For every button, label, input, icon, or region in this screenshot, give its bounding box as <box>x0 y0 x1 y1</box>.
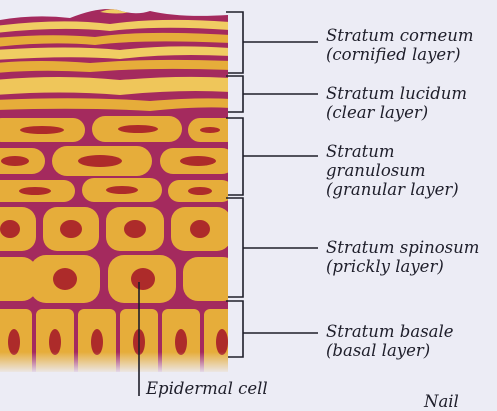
label-basale-description: (basal layer) <box>326 341 454 360</box>
label-granulosum-description: (granular layer) <box>326 180 459 199</box>
label-granulosum-name-line1: Stratum <box>326 142 459 161</box>
label-spinosum-description: (prickly layer) <box>326 257 479 276</box>
label-lucidum-description: (clear layer) <box>326 103 467 122</box>
label-stratum-basale: Stratum basale (basal layer) <box>326 322 454 360</box>
epidermis-diagram: Stratum corneum (cornified layer) Stratu… <box>0 0 497 400</box>
label-spinosum-name: Stratum spinosum <box>326 238 479 257</box>
bracket-basale <box>226 301 318 357</box>
layer-brackets <box>226 12 318 357</box>
label-lucidum-name: Stratum lucidum <box>326 84 467 103</box>
label-stratum-spinosum: Stratum spinosum (prickly layer) <box>326 238 479 276</box>
label-corneum-name: Stratum corneum <box>326 26 474 45</box>
label-stratum-corneum: Stratum corneum (cornified layer) <box>326 26 474 64</box>
label-granulosum-name-line2: granulosum <box>326 161 459 180</box>
tissue-block <box>0 0 242 380</box>
bracket-lucidum <box>226 76 318 112</box>
label-basale-name: Stratum basale <box>326 322 454 341</box>
label-epidermal-cell: Epidermal cell <box>146 379 268 398</box>
label-partial-word: Nail <box>424 392 459 411</box>
label-stratum-lucidum: Stratum lucidum (clear layer) <box>326 84 467 122</box>
granulosum-cells <box>0 116 238 202</box>
label-stratum-granulosum: Stratum granulosum (granular layer) <box>326 142 459 199</box>
bracket-corneum <box>226 12 318 73</box>
bracket-granulosum <box>226 118 318 195</box>
label-corneum-description: (cornified layer) <box>326 45 474 64</box>
bracket-spinosum <box>226 198 318 297</box>
